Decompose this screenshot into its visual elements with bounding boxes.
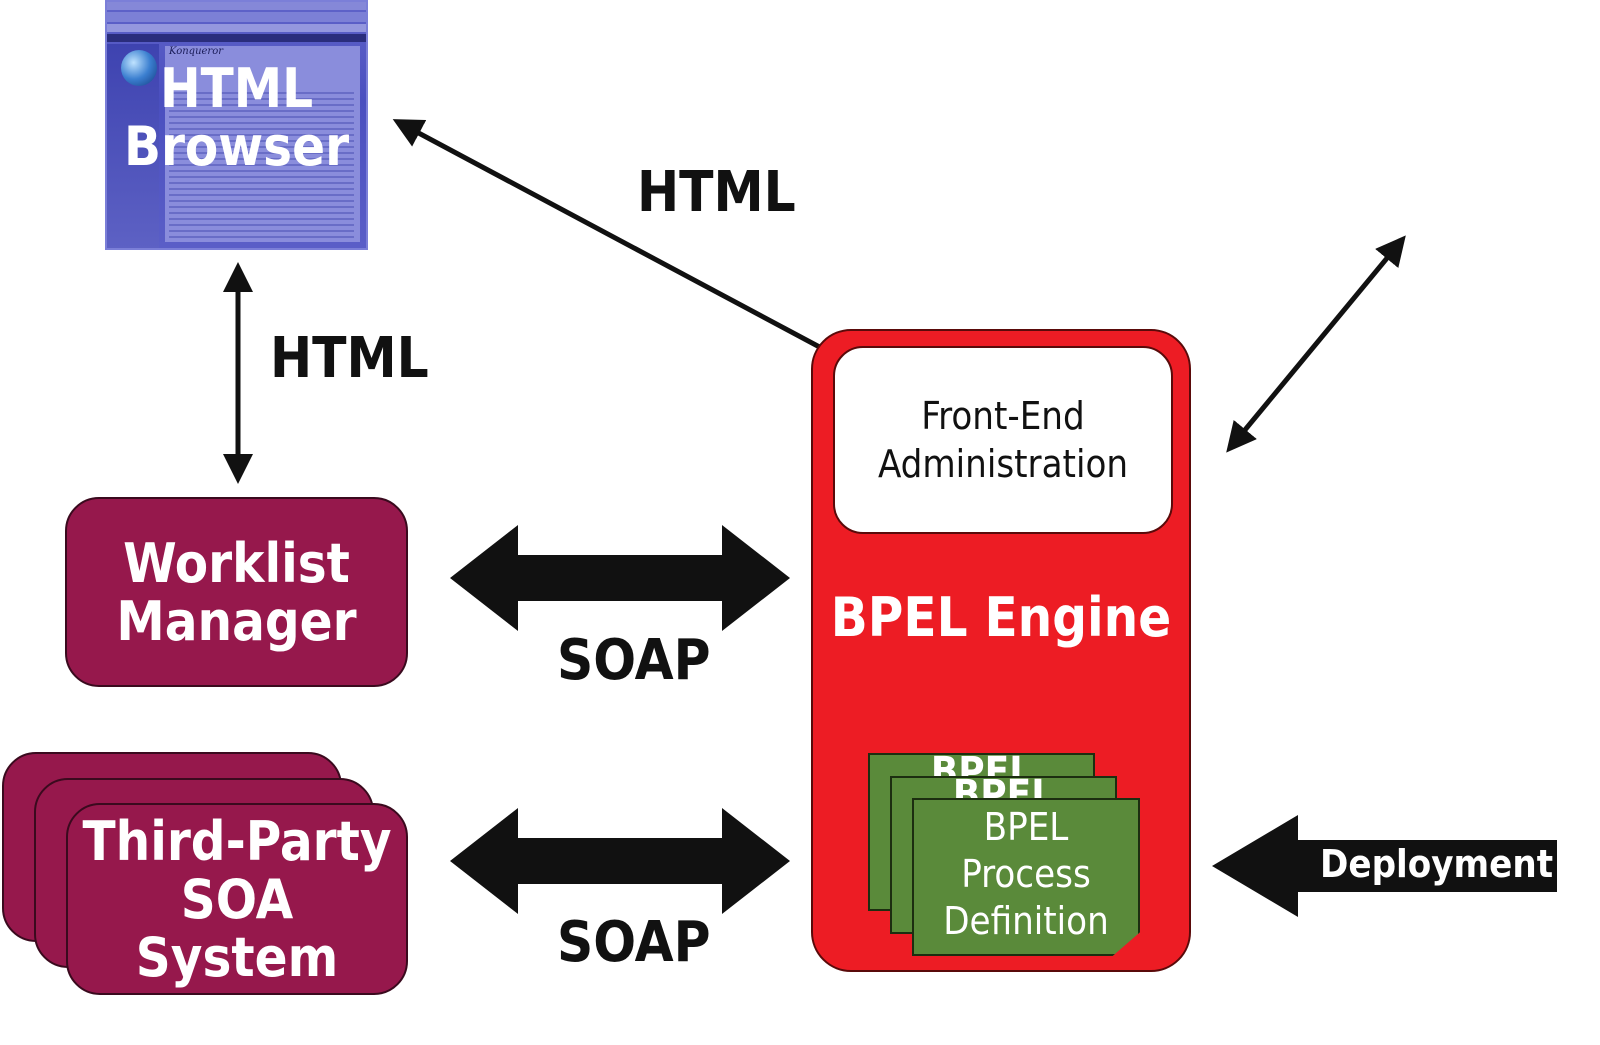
browser-toolbar: [107, 12, 366, 22]
browser-page-title: Konqueror: [169, 46, 224, 57]
deployment-label: Deployment: [1320, 842, 1554, 886]
worklist-label-line2: Manager: [116, 590, 357, 653]
browser-urlbar: [107, 24, 366, 32]
thirdparty-engine-soap-arrow: [450, 808, 790, 914]
html-browser-window: Konqueror HTML Browser: [105, 0, 368, 250]
html-label-browser-worklist: HTML: [270, 326, 429, 391]
process-doc-line3: Definition: [943, 899, 1109, 943]
soap-label-worklist-engine: SOAP: [557, 628, 711, 693]
third-party-label: Third-Party SOA System: [68, 813, 406, 987]
process-doc-front: [912, 798, 1140, 956]
browser-menubar: [107, 2, 366, 10]
front-end-administration-label: Front-End Administration: [833, 392, 1173, 488]
worklist-label-line1: Worklist: [123, 532, 350, 595]
frontend-label-line2: Administration: [877, 442, 1129, 486]
bpel-engine-label: BPEL Engine: [830, 586, 1172, 649]
browser-label: HTML Browser: [107, 60, 366, 176]
third-party-label-line1: Third-Party: [82, 810, 392, 873]
browser-page-text: [169, 92, 354, 238]
browser-status-strip: [107, 34, 366, 42]
worklist-engine-soap-arrow: [450, 525, 790, 631]
front-end-administration-box: [833, 346, 1173, 534]
html-label-browser-engine: HTML: [637, 160, 796, 225]
soap-label-thirdparty-engine: SOAP: [557, 910, 711, 975]
worklist-manager-label: Worklist Manager: [67, 535, 406, 651]
external-engine-arrow: [1226, 235, 1406, 453]
browser-label-line2: Browser: [123, 115, 350, 178]
browser-frontend-arrow: [392, 119, 878, 378]
deployment-arrow: [1212, 815, 1557, 917]
globe-icon: [121, 50, 157, 86]
process-definition-label: BPEL Process Definition: [912, 804, 1140, 945]
third-party-box-front: Third-Party SOA System: [66, 803, 408, 995]
third-party-label-line3: System: [135, 926, 339, 989]
process-doc-line2: Process: [961, 852, 1091, 896]
worklist-manager-box: Worklist Manager: [65, 497, 408, 687]
third-party-label-line2: SOA: [180, 868, 294, 931]
frontend-label-line1: Front-End: [921, 394, 1085, 438]
browser-label-line1: HTML: [159, 57, 314, 120]
process-doc-line1: BPEL: [983, 805, 1069, 849]
